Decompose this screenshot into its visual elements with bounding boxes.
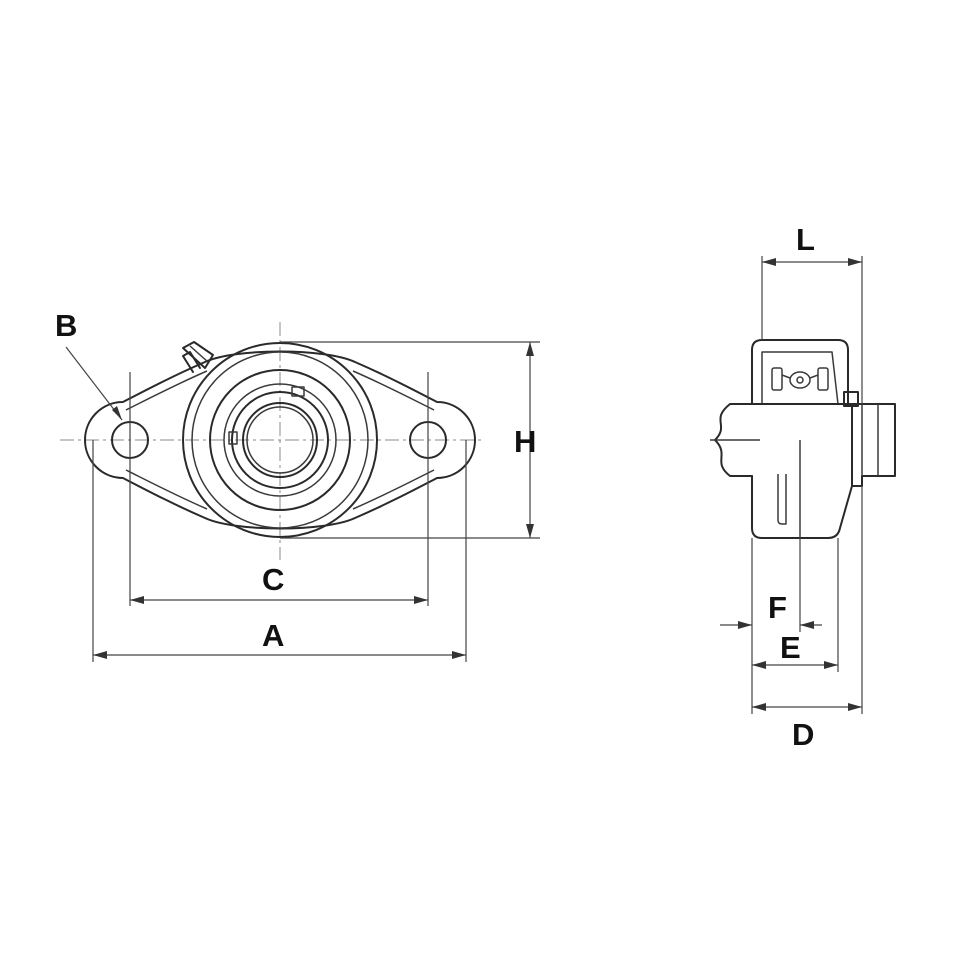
bearing-outer-ring: [209, 369, 351, 511]
side-dimensions: [720, 256, 863, 714]
housing-ring-2: [191, 351, 369, 529]
flange-inner-edge: [125, 370, 435, 510]
side-view: [710, 339, 896, 539]
set-screw-left: [228, 431, 238, 445]
housing-upper: [751, 339, 849, 405]
lower-slot: [777, 474, 787, 525]
label-B: B: [55, 308, 77, 343]
set-screw-top: [291, 386, 305, 397]
grease-nipple-icon: [182, 341, 214, 373]
bore: [242, 402, 318, 478]
label-H: H: [514, 424, 536, 459]
flange-outline: [84, 350, 476, 530]
front-view: [60, 322, 485, 560]
label-A: A: [262, 618, 284, 653]
bearing-rollers-icon: [771, 367, 829, 391]
leader-B: [65, 346, 123, 421]
bore-chamfer: [246, 406, 314, 474]
bearing-ring-3: [223, 383, 337, 497]
front-dimensions: [65, 341, 540, 662]
housing-upper-inner: [761, 351, 839, 405]
housing-lower: [751, 403, 853, 539]
label-F: F: [768, 590, 787, 625]
label-C: C: [262, 562, 284, 597]
label-E: E: [780, 630, 801, 665]
flange-plate: [751, 403, 896, 487]
housing-outer-ring: [182, 342, 378, 538]
label-L: L: [796, 222, 815, 257]
label-D: D: [792, 717, 814, 752]
inner-ring: [231, 391, 329, 489]
